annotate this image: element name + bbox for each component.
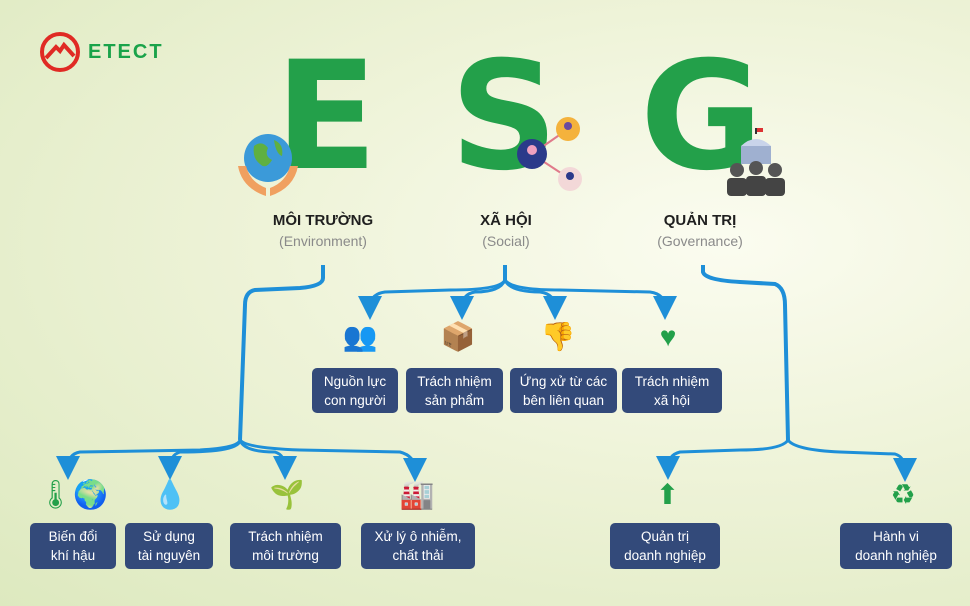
env-item-resources: Sử dụng tài nguyên xyxy=(125,523,213,569)
box-line: môi trường xyxy=(252,548,319,563)
factory-icon: 🏭 xyxy=(399,479,435,510)
social-item-stakeholders: Ứng xử từ các bên liên quan xyxy=(510,368,617,413)
gov-item-corporate-governance: Quản trị doanh nghiệp xyxy=(610,523,720,569)
logo: ETECT xyxy=(38,30,164,74)
box-line: chất thải xyxy=(392,548,444,563)
box-line: sản phẩm xyxy=(424,392,485,408)
logo-text: ETECT xyxy=(88,40,164,63)
box-line: doanh nghiệp xyxy=(624,548,706,563)
government-people-icon xyxy=(727,128,785,196)
box-line: Nguồn lực xyxy=(323,373,387,389)
pillar-environment: MÔI TRƯỜNG (Environment) xyxy=(223,212,423,249)
globe-hands-icon xyxy=(238,134,298,196)
thumbs-down-icon: 👎 xyxy=(540,321,576,352)
box-line: Trách nhiệm xyxy=(417,373,492,389)
boxes-icon: 📦 xyxy=(440,321,476,352)
box-line: con người xyxy=(324,392,386,408)
box-line: Xử lý ô nhiễm, xyxy=(374,529,462,544)
pillar-subtitle: (Governance) xyxy=(657,233,743,249)
box-line: Biến đổi xyxy=(48,529,98,544)
thermometer-globe-icon: 🌡🌍 xyxy=(37,479,109,510)
letter-g: G xyxy=(640,30,764,204)
pillar-social: XÃ HỘI (Social) xyxy=(406,212,606,249)
social-item-product-responsibility: Trách nhiệm sản phẩm xyxy=(406,368,503,413)
social-item-human-resources: Nguồn lực con người xyxy=(312,368,398,413)
pillar-subtitle: (Environment) xyxy=(279,233,367,249)
pillar-title: MÔI TRƯỜNG xyxy=(272,212,374,229)
gov-item-corporate-behavior: Hành vi doanh nghiệp xyxy=(840,523,952,569)
box-line: Ứng xử từ các xyxy=(519,373,608,389)
growth-arrow-icon: ⬆ xyxy=(655,479,680,510)
social-item-social-responsibility: Trách nhiệm xã hội xyxy=(622,368,722,413)
box-line: khí hậu xyxy=(50,548,96,563)
cycle-person-icon: ♻ xyxy=(890,479,916,510)
box-line: Sử dụng xyxy=(143,529,195,544)
box-line: bên liên quan xyxy=(522,392,605,408)
box-line: doanh nghiệp xyxy=(855,548,937,563)
mountain-logo-icon xyxy=(40,32,80,72)
box-line: Quản trị xyxy=(640,529,690,544)
heart-hands-icon: ♥ xyxy=(659,321,677,352)
letter-s: S xyxy=(450,30,559,204)
env-item-responsibility: Trách nhiệm môi trường xyxy=(230,523,341,569)
box-line: Trách nhiệm xyxy=(248,529,323,544)
pillar-title: XÃ HỘI xyxy=(480,212,532,229)
people-icon: 👥 xyxy=(342,321,378,352)
env-item-pollution: Xử lý ô nhiễm, chất thải xyxy=(361,523,475,569)
box-line: Hành vi xyxy=(873,529,919,544)
box-line: xã hội xyxy=(653,392,691,408)
water-drops-icon: 💧 xyxy=(152,479,188,510)
box-line: Trách nhiệm xyxy=(634,373,710,389)
pillar-subtitle: (Social) xyxy=(482,233,530,249)
box-line: tài nguyên xyxy=(137,548,201,563)
env-item-climate: Biến đổi khí hậu xyxy=(30,523,116,569)
sprout-globe-icon: 🌱 xyxy=(269,479,305,510)
pillar-title: QUẢN TRỊ xyxy=(663,212,737,229)
pillar-governance: QUẢN TRỊ (Governance) xyxy=(600,212,800,249)
social-network-icon xyxy=(517,117,582,191)
